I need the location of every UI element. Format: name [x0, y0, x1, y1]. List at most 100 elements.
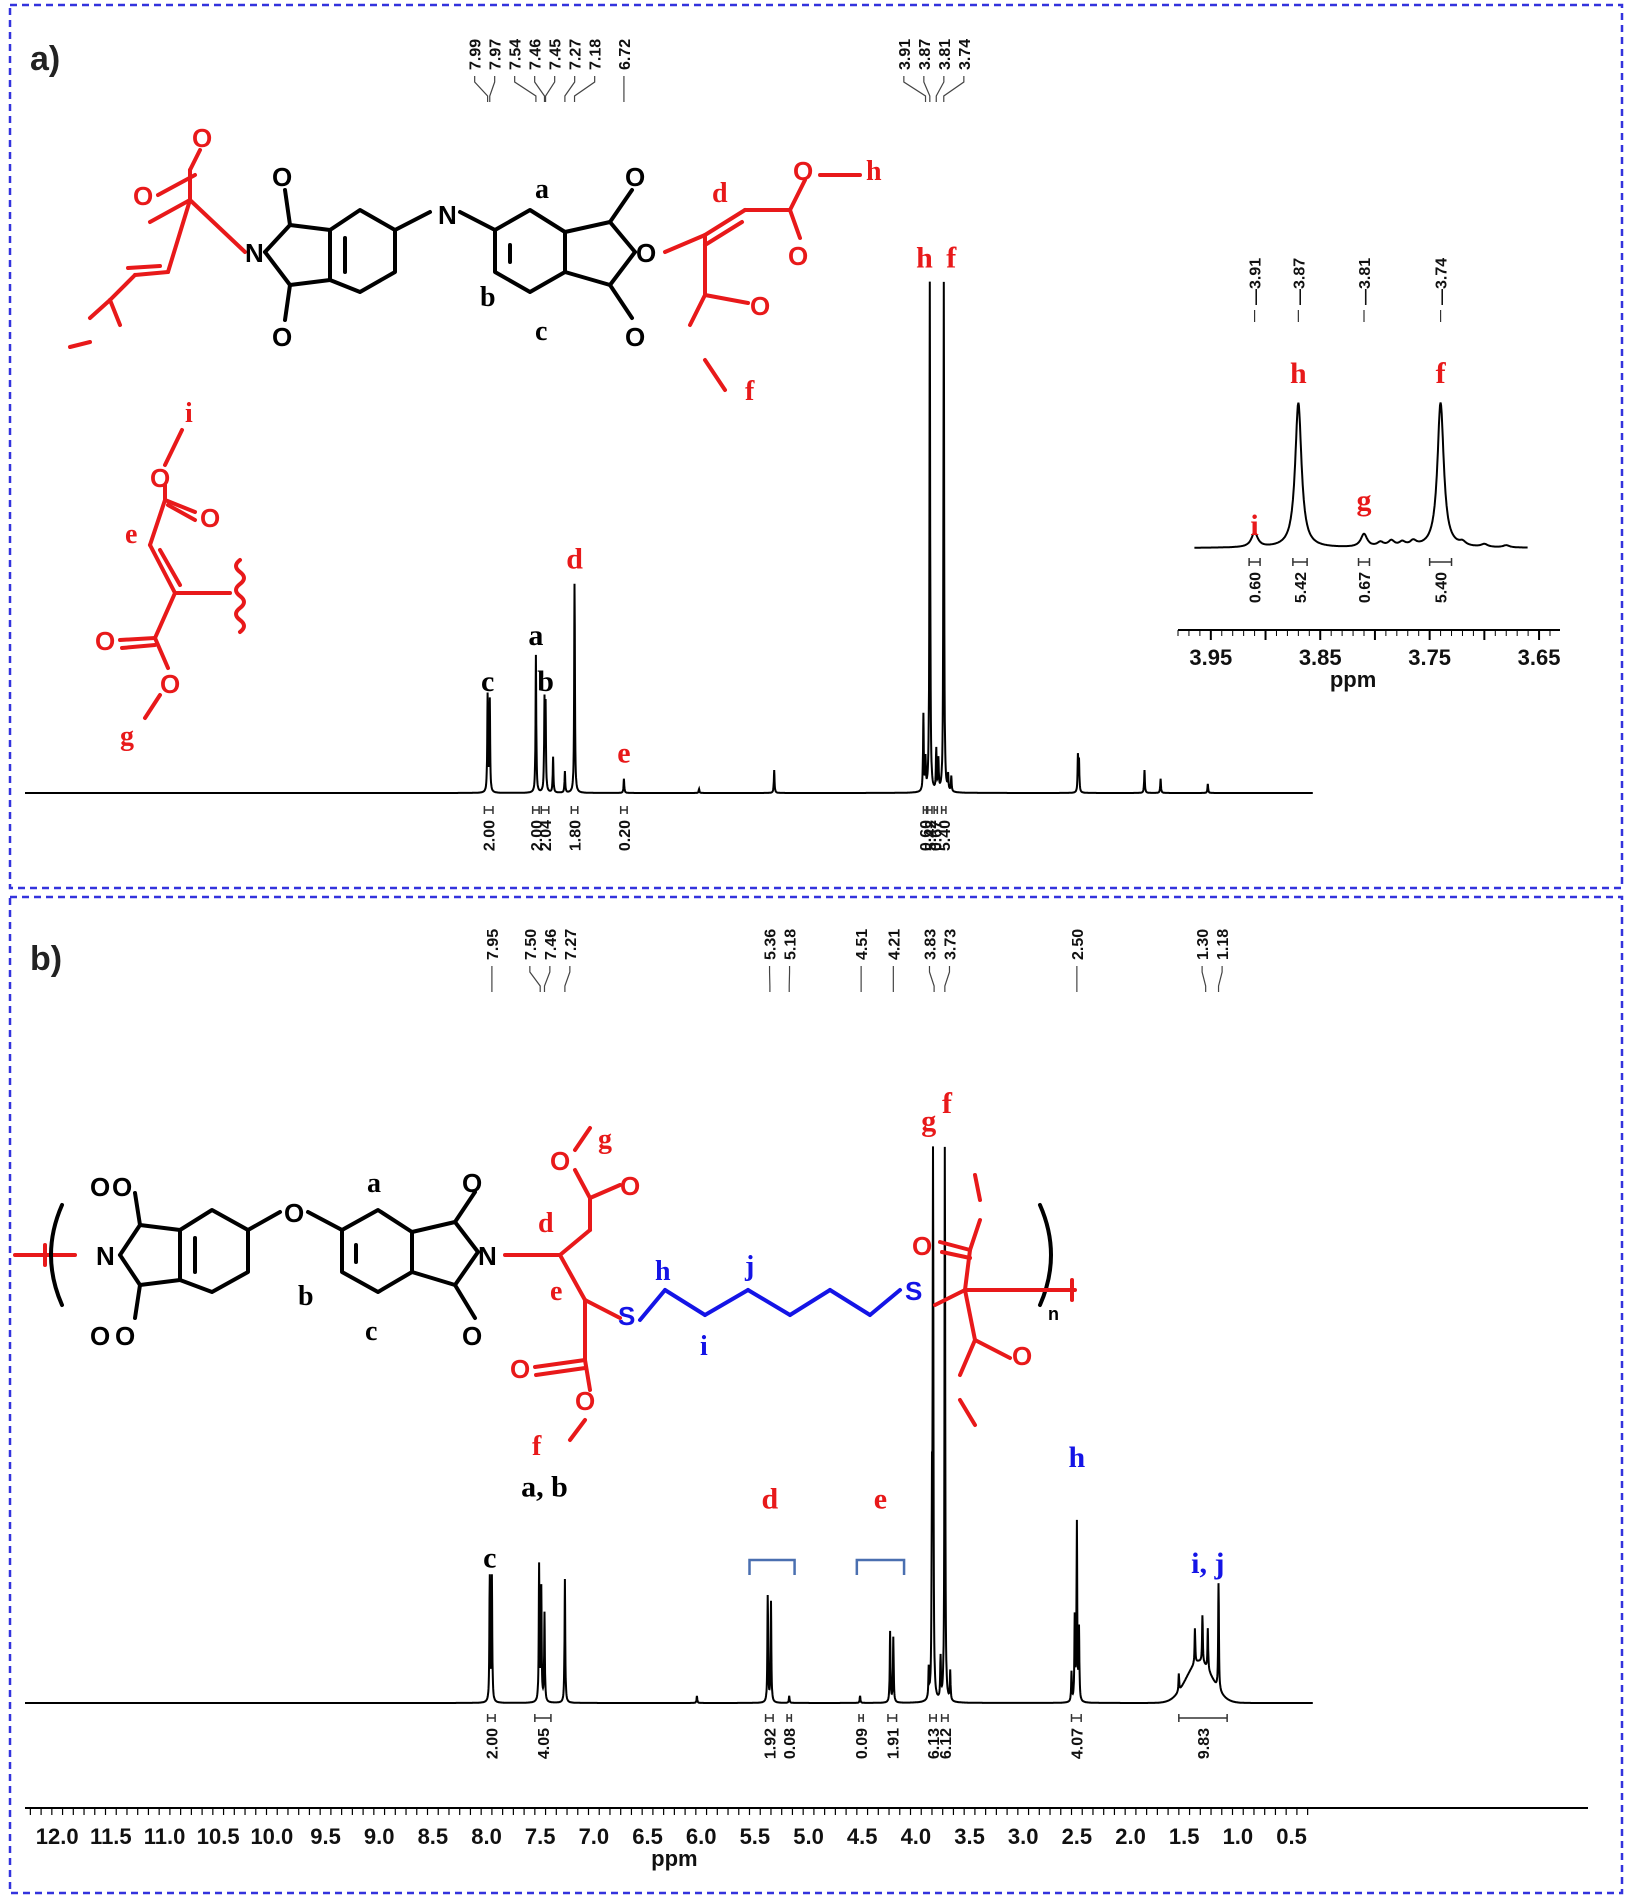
svg-text:h: h [866, 156, 882, 187]
svg-text:i: i [700, 1331, 708, 1362]
peak-label: 3.81 [937, 39, 954, 70]
peak-label: 3.91 [897, 39, 914, 70]
peak-label-leader [943, 76, 965, 102]
peak-assignment: e [617, 736, 630, 769]
x-tick-label: 11.0 [144, 1824, 186, 1849]
svg-text:g: g [598, 1124, 612, 1155]
integral-value: 2.00 [484, 1728, 501, 1759]
x-tick-label: 9.0 [364, 1824, 395, 1849]
peak-label-leader [1217, 966, 1223, 992]
svg-text:O: O [788, 241, 808, 271]
svg-text:c: c [535, 316, 547, 347]
integral-value: 4.07 [1069, 1728, 1086, 1759]
svg-text:O: O [625, 162, 645, 192]
peak-label-leader [564, 76, 576, 102]
peak-label-leader [543, 966, 551, 992]
peak-label: 6.72 [617, 39, 634, 70]
x-tick-label: 6.0 [686, 1824, 717, 1849]
peak-label: 7.99 [468, 39, 485, 70]
structure-a-isomer [118, 428, 246, 720]
peak-label: 7.46 [543, 929, 560, 960]
svg-text:a: a [535, 174, 549, 205]
svg-text:b: b [480, 282, 496, 313]
svg-text:O: O [636, 238, 656, 268]
x-tick-label: 5.0 [793, 1824, 824, 1849]
svg-text:e: e [125, 519, 137, 550]
peak-assignment: h [1069, 1441, 1086, 1474]
inset-peak-label: —3.87 [1291, 258, 1308, 305]
svg-text:O: O [575, 1386, 595, 1416]
svg-text:N: N [245, 238, 264, 268]
svg-text:O: O [284, 1198, 304, 1228]
peak-assignment: d [566, 543, 583, 576]
x-tick-label: 9.5 [310, 1824, 341, 1849]
peak-label-leader [544, 76, 556, 102]
svg-text:O: O [912, 1231, 932, 1261]
inset-assignment: i [1250, 509, 1258, 542]
x-tick-label: 10.0 [250, 1824, 293, 1849]
peak-label: 7.50 [523, 929, 540, 960]
inset-peak-label: —3.91 [1248, 258, 1265, 305]
x-tick-label: 8.5 [418, 1824, 449, 1849]
peak-label: 3.87 [917, 39, 934, 70]
x-tick-label: 2.5 [1062, 1824, 1093, 1849]
peak-label: 7.45 [548, 39, 565, 70]
svg-text:O: O [95, 626, 115, 656]
x-axis-title: ppm [651, 1846, 697, 1871]
peak-assignment: h [916, 242, 933, 275]
peak-label: 7.27 [563, 929, 580, 960]
x-tick-label: 3.0 [1008, 1824, 1039, 1849]
inset-trace [1194, 402, 1528, 549]
x-tick-label: 6.5 [632, 1824, 663, 1849]
svg-text:O: O [90, 1321, 110, 1351]
x-tick-label: 11.5 [90, 1824, 132, 1849]
peak-assignment: a, b [521, 1471, 568, 1504]
peak-label-leader [923, 76, 931, 102]
integral-value: 5.42 [923, 820, 940, 851]
inset-integral-value: 0.67 [1357, 572, 1374, 603]
svg-text:a: a [367, 1168, 381, 1199]
integral-value: 5.40 [937, 820, 954, 851]
svg-text:O: O [793, 156, 813, 186]
peak-label: 4.21 [886, 929, 903, 960]
inset-peak-label: —3.74 [1434, 258, 1451, 305]
panel-a-label: a) [30, 40, 60, 78]
integral-value: 2.00 [529, 820, 546, 851]
inset-tick-label: 3.95 [1189, 645, 1232, 670]
peak-label: 2.50 [1070, 929, 1087, 960]
svg-text:O: O [150, 463, 170, 493]
svg-text:O: O [115, 1321, 135, 1351]
svg-text:O: O [625, 322, 645, 352]
integral-value: 0.09 [854, 1728, 871, 1759]
svg-text:n: n [1048, 1304, 1059, 1324]
peak-label: 5.18 [783, 929, 800, 960]
peak-assignment: f [946, 242, 957, 275]
svg-text:O: O [200, 503, 220, 533]
svg-text:g: g [120, 721, 134, 752]
svg-text:O: O [192, 123, 212, 153]
x-tick-label: 4.5 [847, 1824, 878, 1849]
x-tick-label: 5.5 [740, 1824, 771, 1849]
peak-assignment: f [942, 1087, 953, 1120]
inset-integral-value: 5.42 [1293, 572, 1310, 603]
svg-text:S: S [618, 1301, 635, 1331]
peak-assignment: a [528, 619, 543, 652]
peak-label-leader [529, 966, 541, 992]
svg-text:O: O [550, 1146, 570, 1176]
peak-label: 3.73 [942, 929, 959, 960]
svg-text:h: h [655, 1256, 671, 1287]
svg-text:O: O [160, 669, 180, 699]
structure-a-monomer [68, 148, 862, 392]
peak-assignment: c [481, 665, 494, 698]
integral-value: 1.92 [762, 1728, 779, 1759]
peak-label-leader [928, 966, 935, 992]
svg-text:f: f [532, 1431, 542, 1462]
svg-text:O: O [620, 1171, 640, 1201]
peak-assignment: g [921, 1105, 936, 1138]
integral-value: 6.12 [938, 1728, 955, 1759]
peak-label: 3.74 [957, 39, 974, 70]
